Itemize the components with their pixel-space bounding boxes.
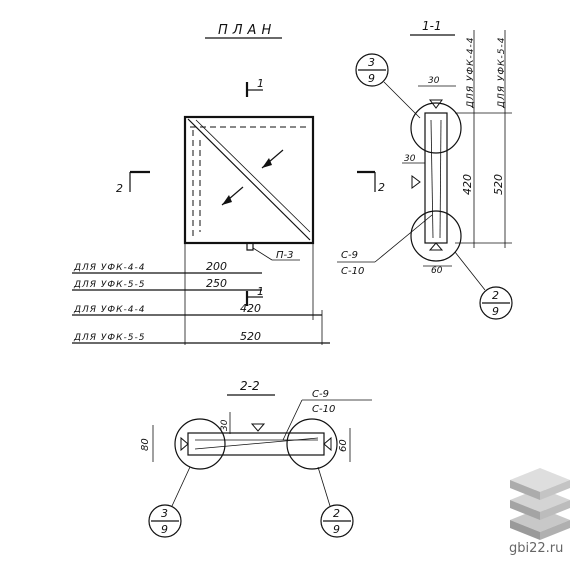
callout-right-leader	[317, 466, 331, 507]
dim-60-right: 60	[338, 439, 349, 452]
slope-arrow-lower-head	[222, 195, 232, 205]
section-mark-1-top: 1	[257, 77, 264, 90]
detail-circle-top	[410, 102, 462, 154]
section-1-1-marker-top	[429, 99, 443, 109]
section-2-2-marker-right	[323, 436, 332, 452]
section-2-2-title: 2-2	[240, 379, 260, 393]
section-mark-2-left: 2	[116, 182, 123, 195]
watermark-logo-icon	[510, 468, 570, 540]
section-mark-2-right: 2	[378, 181, 385, 194]
detail-circle-bottom	[410, 210, 462, 262]
callout-top-num: 3	[368, 56, 375, 69]
section-1-1-marker-side	[411, 175, 421, 189]
section-1-1-title: 1-1	[422, 19, 442, 33]
section-2-2-rebar-2	[194, 437, 319, 450]
callout-left-circle	[148, 504, 182, 538]
callout-top-leader	[383, 81, 421, 119]
slab-diagonal-2	[195, 119, 311, 233]
dim-30-side: 30	[404, 154, 416, 164]
detail-circle-right	[286, 418, 338, 470]
rebar-c9-2: С-9	[312, 389, 329, 400]
section-1-1-marker-bottom	[428, 242, 444, 251]
dim-30-top: 30	[428, 76, 440, 86]
plan-view: ПЛАН 1 П-3 2 2 1	[72, 23, 385, 345]
callout-left-den: 9	[161, 523, 168, 536]
callout-bottom-circle	[479, 286, 513, 320]
anchor-leader	[252, 247, 273, 261]
section-2-2-view: 2-2 С-9 С-10 30 80 60 3 9 2 9	[140, 379, 372, 538]
dim-row-4-label: ДЛЯ УФК-5-5	[73, 333, 145, 343]
callout-top-circle	[355, 53, 389, 87]
slab-outline	[183, 115, 315, 245]
section-1-1-view: 1-1 3 9 30 30 60 420 520	[337, 19, 513, 320]
dim-60: 60	[431, 266, 443, 276]
callout-right-num: 2	[333, 507, 340, 520]
slope-arrow-upper-head	[262, 158, 272, 168]
callout-bottom-den: 9	[492, 305, 499, 318]
plan-title: ПЛАН	[218, 23, 276, 38]
callout-right-den: 9	[333, 523, 340, 536]
rebar-leader-1	[374, 214, 433, 263]
section-2-2-body	[187, 432, 325, 456]
section-1-1-rebar-1	[430, 119, 434, 239]
dim-420: 420	[461, 174, 474, 195]
dim-row-2-label: ДЛЯ УФК-5-5	[73, 280, 145, 290]
watermark: gbi22.ru	[509, 468, 570, 556]
dim-30-2: 30	[220, 419, 230, 431]
slab-diagonal	[187, 118, 311, 241]
rebar-c10-1: С-10	[341, 266, 364, 277]
dim-row-3-label: ДЛЯ УФК-4-4	[73, 305, 145, 315]
section-2-2-marker-left	[180, 436, 189, 452]
section-1-1-body	[424, 112, 448, 244]
anchor-loop	[246, 243, 254, 251]
dim-row-1-value: 200	[206, 260, 227, 273]
rebar-c9-1: С-9	[341, 250, 358, 261]
label-uf44: ДЛЯ УФК-4-4	[466, 37, 476, 109]
callout-left-num: 3	[161, 507, 168, 520]
dim-row-2-value: 250	[206, 277, 227, 290]
rebar-c10-2: С-10	[312, 404, 335, 415]
callout-left-leader	[171, 466, 191, 507]
callout-top-den: 9	[368, 72, 375, 85]
callout-right-circle	[320, 504, 354, 538]
label-uf54: ДЛЯ УФК-5-4	[497, 37, 507, 109]
section-1-1-rebar-2	[439, 119, 442, 239]
section-mark-1-bottom: 1	[257, 285, 264, 298]
detail-circle-left	[174, 418, 226, 470]
section-2-2-marker-top	[250, 423, 266, 432]
dim-row-3-value: 420	[240, 302, 261, 315]
dim-row-4-value: 520	[240, 330, 261, 343]
dim-80-left: 80	[140, 438, 151, 451]
callout-bottom-num: 2	[492, 289, 499, 302]
rebar-leader-2	[282, 399, 303, 441]
watermark-text: gbi22.ru	[509, 541, 563, 556]
anchor-label: П-3	[276, 250, 294, 261]
callout-bottom-leader	[454, 251, 486, 291]
dim-520: 520	[492, 174, 505, 195]
dim-row-1-label: ДЛЯ УФК-4-4	[73, 263, 145, 273]
